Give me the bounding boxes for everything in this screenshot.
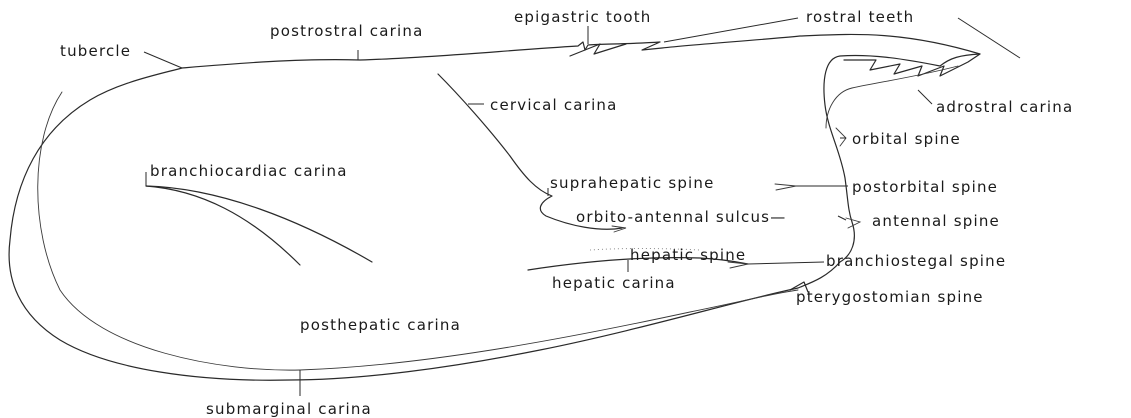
label-branchiocardiac-carina: branchiocardiac carina xyxy=(150,162,348,180)
orbito-antennal-leader xyxy=(838,216,846,220)
tubercle-leader xyxy=(144,52,182,68)
label-tubercle: tubercle xyxy=(60,42,131,60)
rostral-teeth-leader-2 xyxy=(958,18,1020,58)
orbital-spine-mark xyxy=(836,128,846,146)
label-postrostral-carina: postrostral carina xyxy=(270,22,423,40)
label-branchiostegal-spine: branchiostegal spine xyxy=(826,252,1006,270)
carapace-outline xyxy=(9,34,980,380)
branchiostegal-leader xyxy=(748,262,824,264)
label-adrostral-carina: adrostral carina xyxy=(936,98,1073,116)
label-posthepatic-carina: posthepatic carina xyxy=(300,316,461,334)
label-orbital-spine: orbital spine xyxy=(852,130,961,148)
label-hepatic-spine: hepatic spine xyxy=(630,246,746,264)
label-hepatic-carina: hepatic carina xyxy=(552,274,676,292)
label-rostral-teeth: rostral teeth xyxy=(806,8,914,26)
postorbital-spine-mark xyxy=(775,184,796,190)
branchiocardiac-lower-curve xyxy=(146,186,372,262)
label-pterygostomian-spine: pterygostomian spine xyxy=(796,288,984,306)
label-cervical-carina: cervical carina xyxy=(490,96,618,114)
adrostral-leader xyxy=(918,90,932,104)
adrostral-carina-line xyxy=(826,66,958,128)
label-orbito-antennal-sulcus: orbito-antennal sulcus— xyxy=(576,208,786,226)
label-epigastric-tooth: epigastric tooth xyxy=(514,8,652,26)
label-suprahepatic-spine: suprahepatic spine xyxy=(550,174,715,192)
rostral-teeth-line xyxy=(844,54,980,76)
label-submarginal-carina: submarginal carina xyxy=(206,400,372,418)
label-antennal-spine: antennal spine xyxy=(872,212,1000,230)
label-postorbital-spine: postorbital spine xyxy=(852,178,998,196)
